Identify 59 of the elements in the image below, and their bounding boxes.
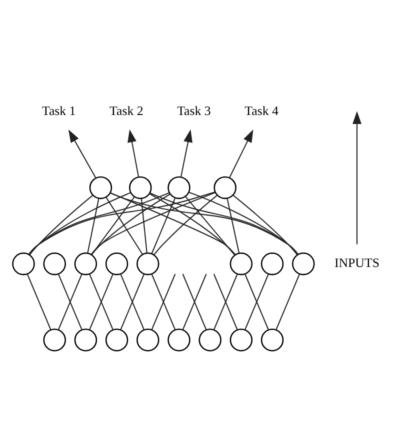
node-text: Task 1 <box>42 103 76 118</box>
connector <box>120 273 145 330</box>
connector <box>182 273 207 330</box>
connector <box>244 273 269 330</box>
arrow <box>229 129 254 178</box>
node-circle <box>89 176 112 199</box>
node-circle <box>105 252 128 275</box>
connector <box>140 198 148 252</box>
node-circle <box>214 176 236 199</box>
node-circle <box>105 328 128 351</box>
connector <box>149 192 236 255</box>
connector <box>28 190 216 254</box>
connector <box>150 192 298 254</box>
connector <box>188 191 298 254</box>
arrow <box>128 128 140 177</box>
connector <box>276 273 300 330</box>
node-circle <box>74 252 98 275</box>
node-circle <box>129 176 152 199</box>
connector <box>232 194 298 255</box>
node-circle <box>12 252 35 275</box>
connector <box>110 192 299 254</box>
node-circle <box>74 328 98 351</box>
node-circle <box>230 328 253 351</box>
arrow <box>352 110 362 244</box>
connector <box>91 193 170 254</box>
node-circle <box>260 328 284 351</box>
arrow <box>68 129 96 178</box>
node-text: Task 2 <box>110 103 144 118</box>
connector <box>185 196 236 255</box>
arrow <box>180 128 192 177</box>
node-circle <box>43 252 66 275</box>
connector <box>154 194 218 255</box>
connector <box>151 197 176 254</box>
connector <box>58 273 82 330</box>
node-circle <box>168 176 190 199</box>
node-text: Task 4 <box>244 103 278 118</box>
node-circle <box>43 328 66 351</box>
node-circle <box>168 328 190 351</box>
connector <box>28 192 170 254</box>
node-text: INPUTS <box>334 256 380 270</box>
node-circle <box>198 328 222 351</box>
connector <box>89 273 114 330</box>
connector <box>151 273 176 330</box>
connector <box>90 192 216 254</box>
node-circle <box>230 252 253 275</box>
node-text: Task 3 <box>177 103 211 118</box>
connector <box>226 198 240 252</box>
connector <box>110 192 236 254</box>
connector <box>87 198 100 252</box>
connector <box>91 196 135 255</box>
node-circle <box>260 252 284 275</box>
node-circle <box>292 252 315 275</box>
connector <box>106 196 143 254</box>
node-circle <box>136 252 160 275</box>
connector <box>29 194 94 255</box>
connector <box>26 273 52 330</box>
connector <box>213 273 238 330</box>
node-circle <box>136 328 160 351</box>
connector <box>28 192 131 254</box>
